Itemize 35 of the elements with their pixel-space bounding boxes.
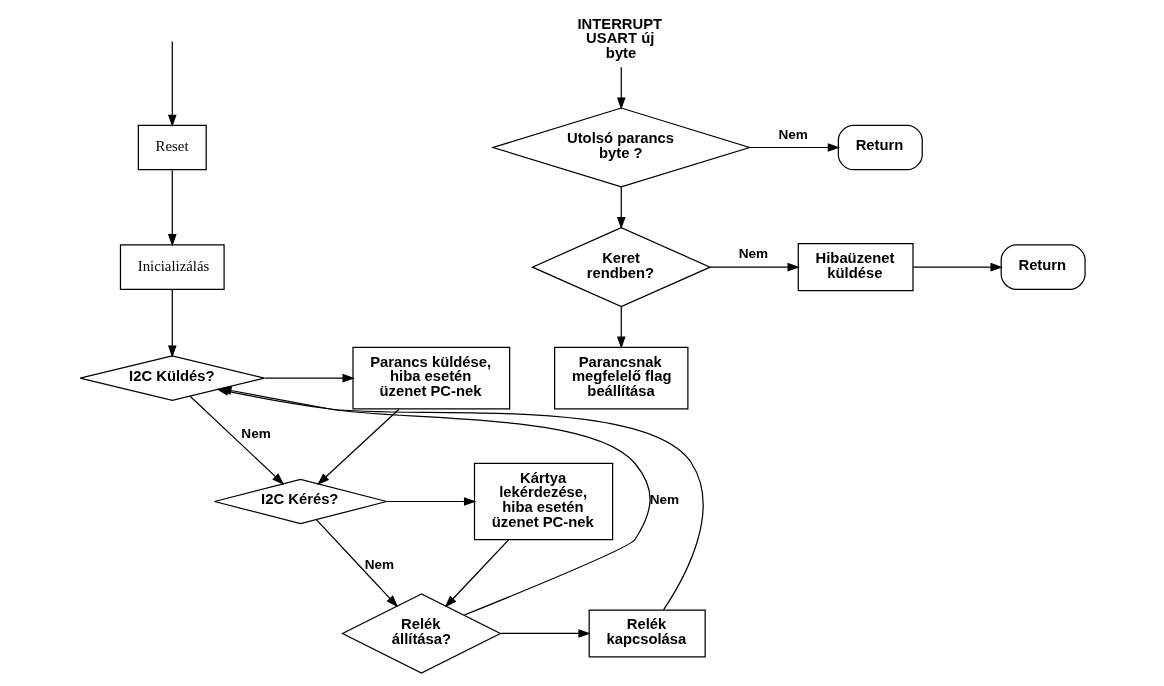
arrow <box>385 497 476 506</box>
arrow <box>499 629 591 638</box>
arrow <box>709 262 800 272</box>
edge-label: Nem <box>778 126 808 142</box>
node-box: Reset <box>137 124 207 171</box>
node-box: Parancs küldése, hiba esetén üzenet PC-nek <box>351 346 510 410</box>
node-box: Parancsnak megfelelő flag beállítása <box>553 346 688 410</box>
node-box: Kártya lekérdezése, hiba esetén üzenet PC-nek <box>473 462 613 541</box>
arrow <box>189 395 284 485</box>
arrow <box>167 169 177 247</box>
node-box: Return <box>1000 244 1086 290</box>
edge-label: Nem <box>364 557 394 573</box>
node-diamond: Keret rendben? <box>530 227 712 308</box>
edge-label: Nem <box>240 426 271 442</box>
arrow <box>444 539 509 608</box>
node-box: Return <box>837 124 923 171</box>
arrow <box>316 408 400 485</box>
node-box: Relék kapcsolása <box>588 609 706 658</box>
arrow <box>912 262 1003 272</box>
node-text: INTERRUPT USART új byte <box>576 15 662 62</box>
arrow <box>167 289 177 358</box>
arrow <box>263 373 355 383</box>
node-diamond: I2C Kérés? <box>213 478 387 525</box>
node-box: Hibaüzenet küldése <box>797 243 914 292</box>
arrow <box>315 519 398 608</box>
arrow <box>616 66 626 110</box>
node-box: Inicializálás <box>119 244 225 290</box>
node-diamond: Utolsó parancs byte ? <box>490 107 752 188</box>
node-diamond: I2C Küldés? <box>78 355 265 401</box>
arrow <box>748 143 840 152</box>
edge-label: Nem <box>649 491 679 507</box>
arrow <box>167 40 177 127</box>
arrow <box>616 186 626 230</box>
arrow <box>616 306 626 349</box>
edge-label: Nem <box>738 246 768 262</box>
